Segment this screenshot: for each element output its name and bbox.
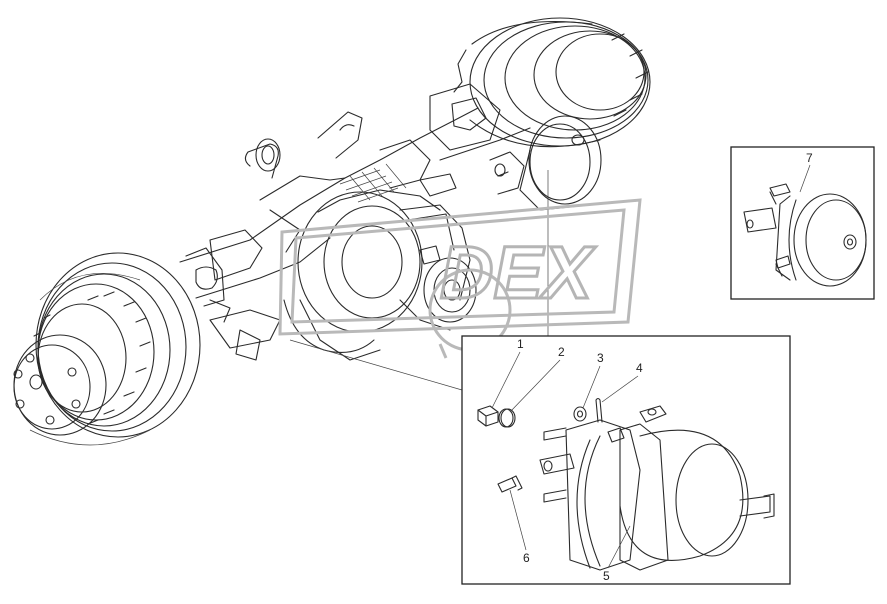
- axle-assembly: [13, 17, 651, 446]
- washer-part-3: [573, 406, 587, 422]
- leader-1: [491, 351, 521, 409]
- callout-5: 5: [603, 569, 610, 583]
- axle-housing: [179, 83, 531, 307]
- leader-3: [582, 365, 601, 409]
- nut-part-1: [477, 405, 499, 427]
- brake-chamber-7: [743, 183, 867, 287]
- detail-box-exploded: 1 2 3 4 5 6: [461, 335, 791, 585]
- callout-7: 7: [806, 151, 813, 165]
- cotter-pin-part-4: [595, 397, 603, 423]
- right-wheel-hub: [453, 17, 651, 148]
- watermark-logo: DEX: [278, 198, 642, 366]
- leader-5: [607, 525, 631, 569]
- detail-box-7: 7: [730, 146, 875, 300]
- washer-part-2: [498, 408, 516, 428]
- clevis-pin-part-6: [497, 475, 523, 493]
- leader-6: [509, 489, 527, 551]
- callout-2: 2: [558, 345, 565, 359]
- callout-6: 6: [523, 551, 530, 565]
- callout-4: 4: [636, 361, 643, 375]
- mounted-brake-chamber: [489, 115, 602, 211]
- callout-3: 3: [597, 351, 604, 365]
- watermark-text: DEX: [440, 231, 597, 314]
- callout-1: 1: [517, 337, 524, 351]
- left-wheel-hub: [13, 252, 201, 446]
- leader-2: [509, 359, 561, 413]
- brake-chamber-part-5: [539, 405, 775, 571]
- leader-line-main: [289, 339, 463, 391]
- leader-4: [601, 375, 639, 403]
- leader-7: [799, 164, 811, 193]
